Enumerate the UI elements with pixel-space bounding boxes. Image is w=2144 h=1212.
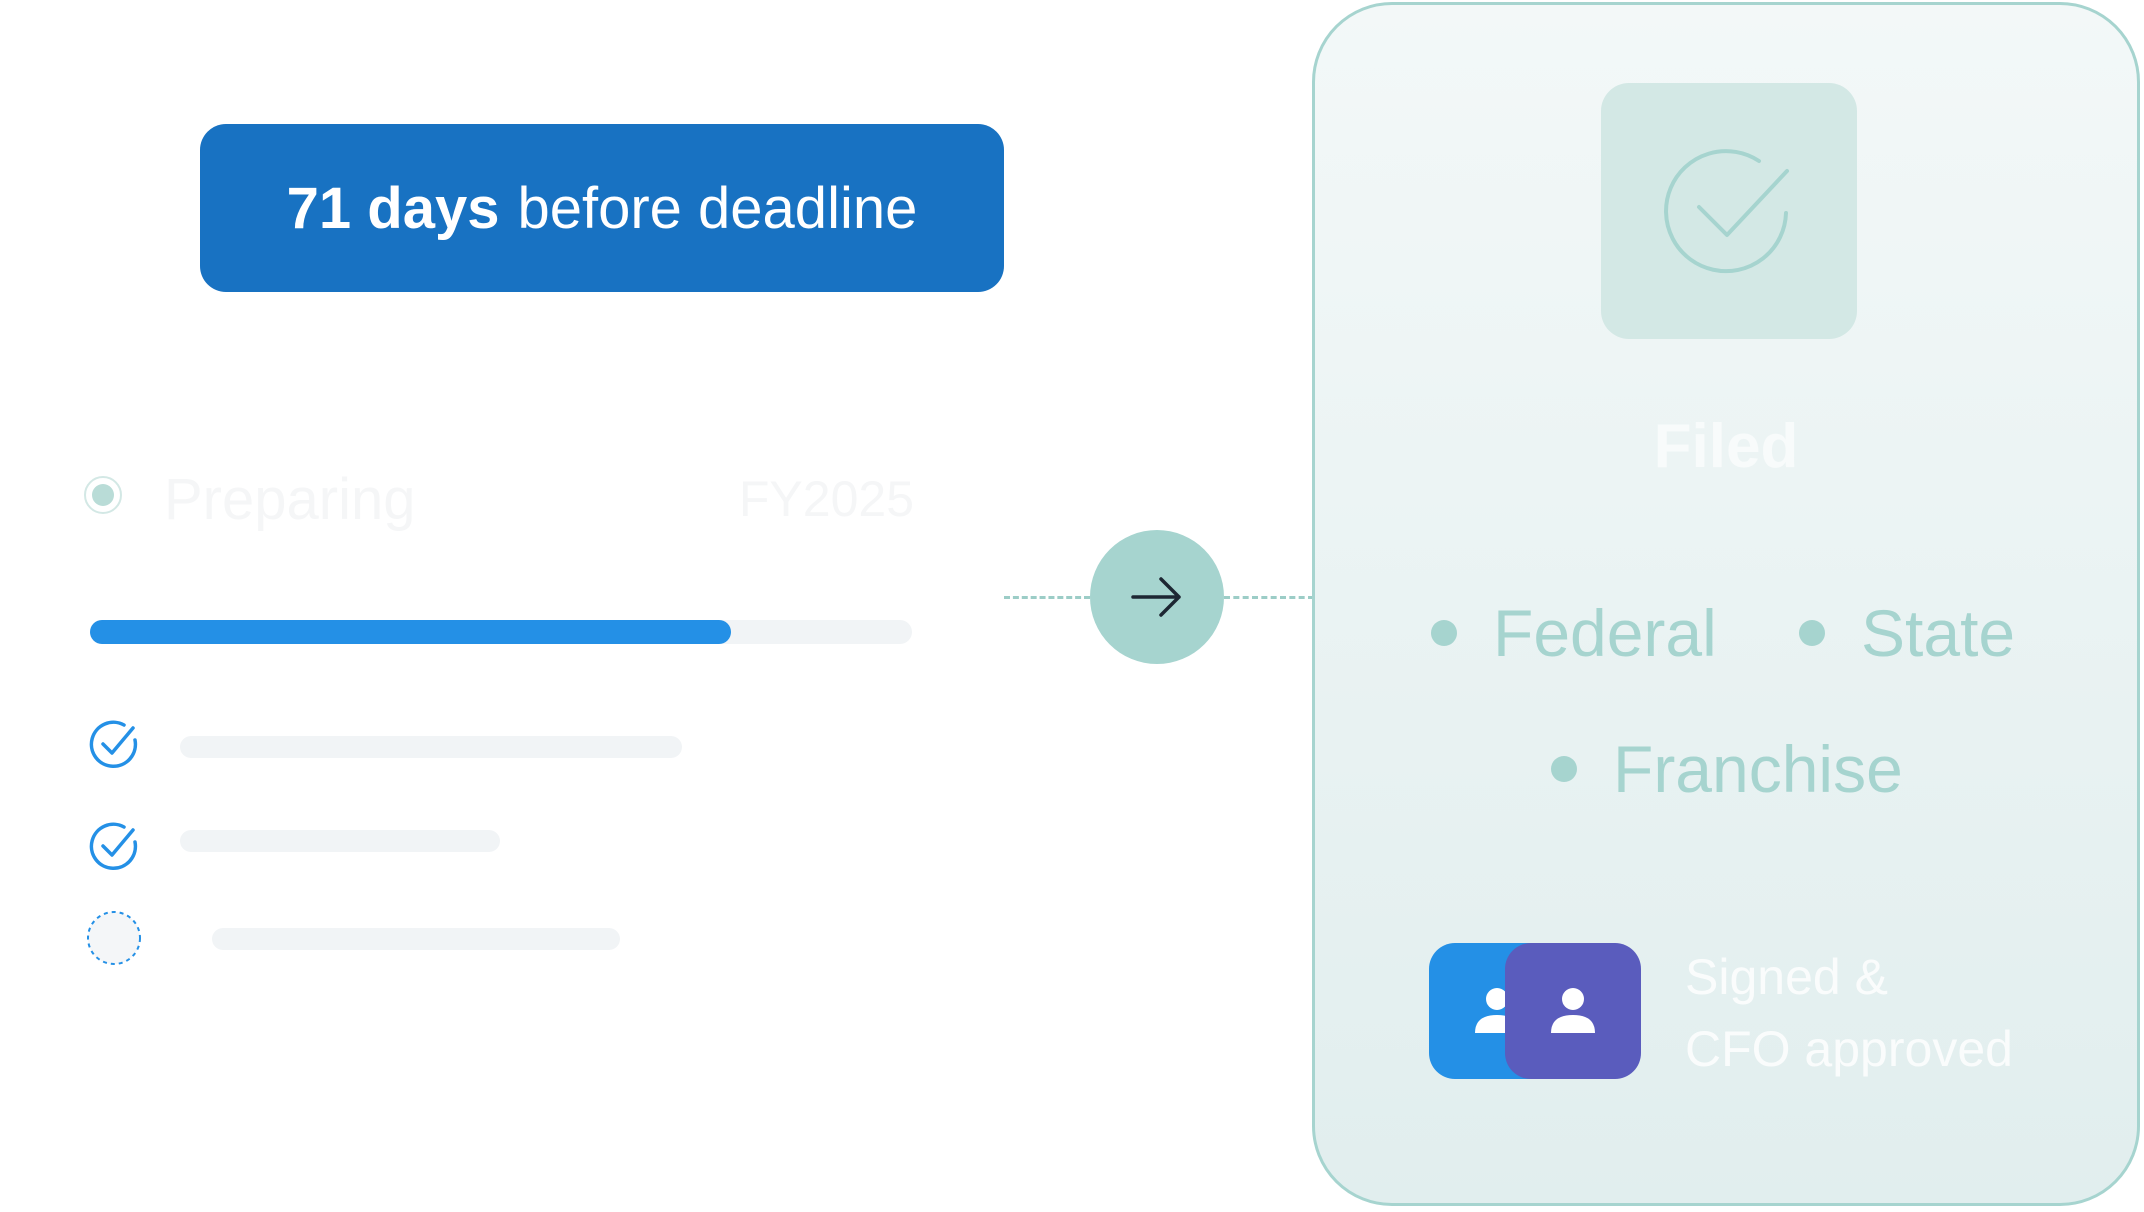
- approval-text: Signed & CFO approved: [1685, 941, 2013, 1085]
- jurisdiction-label: State: [1861, 596, 2016, 670]
- deadline-suffix: before deadline: [517, 175, 918, 241]
- bullet-icon: [1431, 620, 1457, 646]
- status-row: Preparing FY2025: [84, 466, 914, 532]
- deadline-days: 71 days: [286, 175, 500, 241]
- deadline-badge: 71 days before deadline: [200, 124, 1004, 292]
- user-icon: [1551, 988, 1595, 1033]
- jurisdiction-franchise: Franchise: [1551, 731, 1903, 807]
- avatar-cfo: [1505, 943, 1641, 1079]
- jurisdiction-state: State: [1799, 595, 2015, 671]
- status-indicator-icon: [84, 476, 122, 514]
- check-circle-icon: [89, 822, 138, 871]
- task-placeholder-line: [180, 736, 682, 758]
- approval-line-2: CFO approved: [1685, 1021, 2013, 1077]
- check-tile: [1601, 83, 1857, 339]
- fiscal-year: FY2025: [738, 471, 914, 527]
- check-circle-icon: [89, 720, 138, 769]
- connector-line: [1004, 596, 1090, 599]
- bullet-icon: [1799, 620, 1825, 646]
- task-placeholder-line: [212, 928, 620, 950]
- check-circle-icon: [1664, 149, 1789, 274]
- arrow-right-icon: [1131, 577, 1181, 617]
- jurisdiction-label: Federal: [1493, 596, 1717, 670]
- status-label: Preparing: [164, 467, 416, 532]
- task-placeholder-line: [180, 830, 500, 852]
- filed-title: Filed: [1653, 412, 1799, 481]
- filed-card: Filed Federal State Franchise Signed & C…: [1312, 2, 2140, 1206]
- dashed-circle-icon: [87, 911, 141, 965]
- progress-bar-fill: [90, 620, 732, 644]
- next-step-button[interactable]: [1090, 530, 1224, 664]
- jurisdiction-label: Franchise: [1613, 732, 1903, 806]
- approval-line-1: Signed &: [1685, 949, 1888, 1005]
- progress-bar: [90, 620, 912, 644]
- jurisdiction-federal: Federal: [1431, 595, 1717, 671]
- connector-line: [1224, 596, 1314, 599]
- bullet-icon: [1551, 756, 1577, 782]
